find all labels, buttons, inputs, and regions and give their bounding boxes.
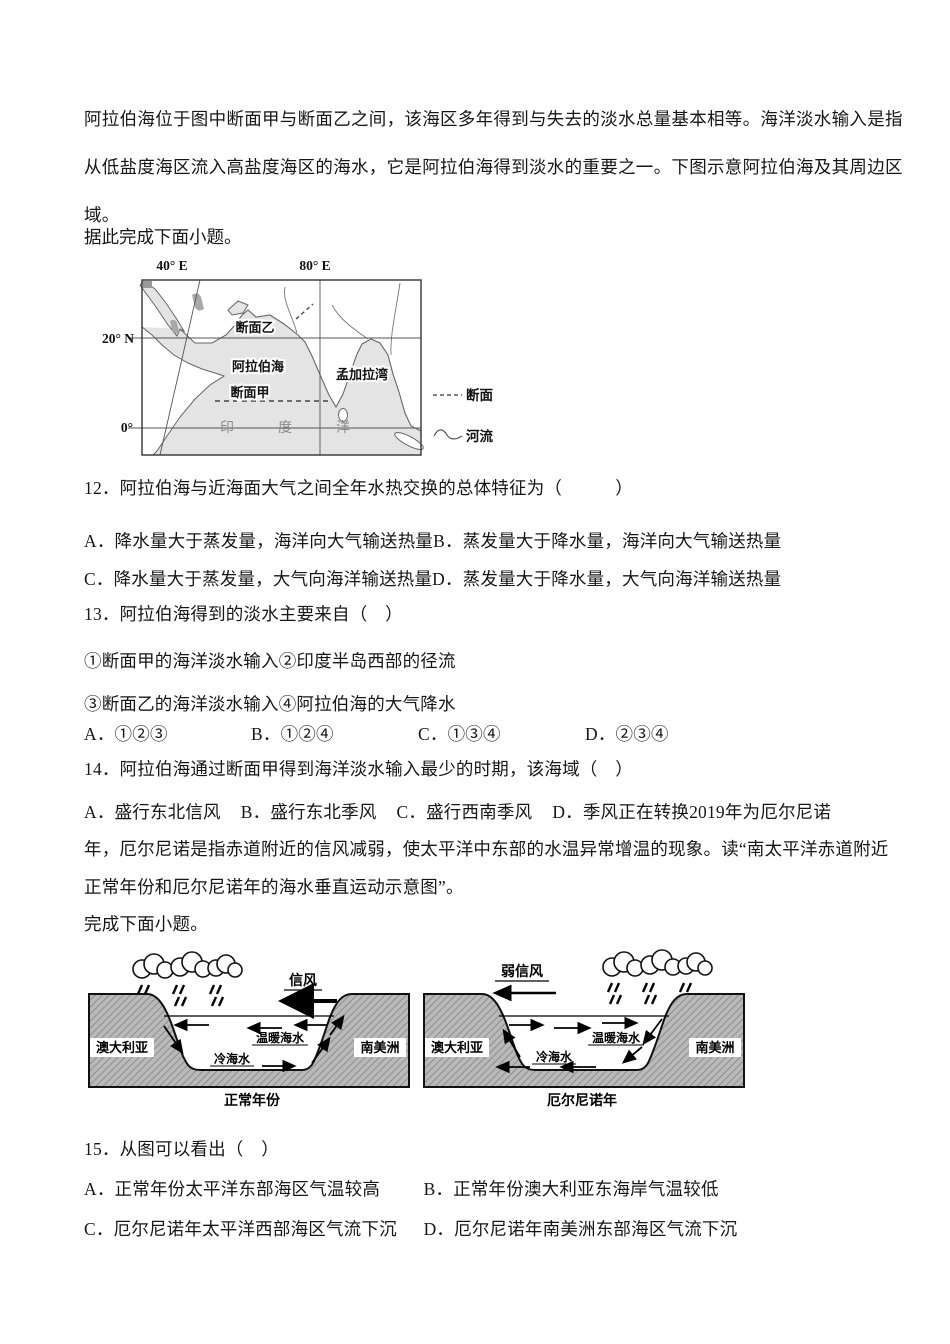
downwelling-arrows	[621, 1018, 663, 1064]
lat-20n-label: 20° N	[102, 331, 134, 346]
intro-line-3: 域。	[84, 205, 120, 225]
warm-water-label: 温暖海水	[256, 1030, 305, 1045]
legend-river-label: 河流	[466, 428, 493, 444]
section-b-label: 断面乙	[235, 320, 274, 335]
australia-label-box	[425, 1038, 489, 1057]
legend-river-symbol	[433, 429, 463, 440]
passage-line-1: 2019年为厄尔尼诺	[689, 802, 832, 822]
q15-options-ab: A．正常年份太平洋东部海区气温较高 B．正常年份澳大利亚东海岸气温较低	[84, 1175, 880, 1203]
q13-option-d: D．②③④	[585, 724, 669, 744]
el-nino-year-caption: 厄尔尼诺年	[547, 1092, 617, 1109]
q15-option-d: D．厄尔尼诺年南美洲东部海区气流下沉	[423, 1219, 738, 1239]
bottom-flow-arrows	[262, 1059, 297, 1073]
trade-wind-label: 信风	[289, 972, 317, 989]
q15-options-cd: C．厄尔尼诺年太平洋西部海区气流下沉 D．厄尔尼诺年南美洲东部海区气流下沉	[84, 1215, 880, 1243]
weak-trade-wind-label: 弱信风	[501, 963, 543, 980]
sumatra-island	[394, 432, 424, 450]
australia-label-box	[90, 1038, 154, 1057]
q15-option-a: A．正常年份太平洋东部海区气温较高	[84, 1179, 381, 1199]
bengal-bay-label: 孟加拉湾	[336, 367, 388, 382]
coastline	[179, 309, 422, 432]
q12-options-ab: A．降水量大于蒸发量，海洋向大气输送热量B．蒸发量大于降水量，海洋向大气输送热量	[84, 527, 880, 555]
q13-option-a: A．①②③	[84, 724, 168, 744]
q14-option-a: A．盛行东北信风	[84, 802, 221, 822]
q12-options-cd: C．降水量大于蒸发量，大气向海洋输送热量D．蒸发量大于降水量，大气向海洋输送热量	[84, 565, 880, 593]
q13-options: A．①②③ B．①②④ C．①③④ D．②③④	[84, 720, 880, 748]
q14-option-b: B．盛行东北季风	[240, 802, 377, 822]
south-america-label-box	[354, 1038, 406, 1057]
arabian-sea-map: 40° E 80° E 20° N 0° 断面乙 阿拉伯海 断面甲 孟加拉湾 印…	[102, 258, 493, 456]
section-b-line	[295, 303, 314, 320]
meridian-40e	[159, 279, 201, 456]
upwelling-arrows	[311, 1014, 345, 1064]
q12-option-b: B．蒸发量大于降水量，海洋向大气输送热量	[433, 531, 782, 551]
q15-option-b: B．正常年份澳大利亚东海岸气温较低	[423, 1179, 719, 1199]
q15-stem: 15．从图可以看出（ ）	[84, 1139, 279, 1159]
exam-page: 阿拉伯海位于图中断面甲与断面乙之间，该海区多年得到与失去的淡水总量基本相等。海洋…	[84, 109, 903, 1243]
surface-flow-arrows	[509, 1016, 639, 1035]
australia-label: 澳大利亚	[431, 1040, 483, 1055]
downwelling-arrow	[163, 1025, 184, 1055]
rain-clouds-left	[132, 951, 243, 979]
section-a-label: 断面甲	[230, 385, 269, 400]
lon-40e-label: 40° E	[156, 258, 187, 273]
arabian-sea-label: 阿拉伯海	[232, 359, 284, 374]
q12-option-a: A．降水量大于蒸发量，海洋向大气输送热量	[84, 531, 434, 551]
australia-label: 澳大利亚	[96, 1040, 148, 1055]
q14-option-c: C．盛行西南季风	[396, 802, 533, 822]
q13-sub-2: ③断面乙的海洋淡水输入④阿拉伯海的大气降水	[84, 694, 456, 714]
q15-option-c: C．厄尔尼诺年太平洋西部海区气流下沉	[84, 1219, 397, 1239]
surface-flow-arrows	[173, 1018, 327, 1035]
cold-water-label: 冷海水	[536, 1049, 573, 1064]
intro-line-1: 阿拉伯海位于图中断面甲与断面乙之间，该海区多年得到与失去的淡水总量基本相等。海洋…	[84, 109, 903, 129]
terrain-patch	[143, 281, 152, 288]
terrain-patch	[170, 319, 179, 334]
lat-0-label: 0°	[121, 420, 133, 435]
q13-option-c: C．①③④	[418, 724, 501, 744]
river-ganges	[331, 304, 369, 340]
sea-area	[142, 310, 421, 455]
passage-line-2: 年，厄尔尼诺是指赤道附近的信风减弱，使太平洋中东部的水温异常增温的现象。读“南太…	[84, 839, 889, 859]
q12-stem: 12．阿拉伯海与近海面大气之间全年水热交换的总体特征为（ ）	[84, 478, 633, 498]
q13-option-b: B．①②④	[251, 724, 334, 744]
passage-line-3: 正常年份和厄尔尼诺年的海水垂直运动示意图”。	[84, 877, 464, 897]
persian-gulf	[227, 300, 249, 316]
el-nino-diagram: 信风 澳大利亚 南美洲 温暖海水 冷海水	[88, 949, 745, 1109]
q14-stem: 14．阿拉伯海通过断面甲得到海洋淡水输入最少的时期，该海域（ ）	[84, 759, 633, 779]
indian-ocean-label: 印度洋	[220, 420, 394, 436]
normal-year-panel: 信风 澳大利亚 南美洲 温暖海水 冷海水	[88, 951, 410, 1109]
q14-options: A．盛行东北信风 B．盛行东北季风 C．盛行西南季风 D．季风正在转换2019年为厄尔…	[84, 798, 880, 826]
legend-section-label: 断面	[466, 387, 493, 403]
river-se-asia	[390, 282, 401, 356]
warm-water-label: 温暖海水	[592, 1030, 641, 1045]
south-america-label: 南美洲	[695, 1040, 734, 1055]
sri-lanka-island	[338, 408, 348, 422]
south-america-label-box	[689, 1038, 741, 1057]
rain-clouds-right	[602, 949, 713, 977]
cold-water-label: 冷海水	[214, 1051, 251, 1066]
upwelling-arrow	[502, 1028, 521, 1058]
rain-strokes-right	[606, 982, 695, 1005]
normal-year-caption: 正常年份	[224, 1092, 281, 1109]
terrain-patch	[192, 293, 204, 311]
river-indus	[284, 286, 298, 334]
q13-stem: 13．阿拉伯海得到的淡水主要来自（ ）	[84, 604, 403, 624]
passage-lead: 完成下面小题。	[84, 914, 208, 934]
intro-line-2: 从低盐度海区流入高盐度海区的海水，它是阿拉伯海得到淡水的重要之一。下图示意阿拉伯…	[84, 157, 903, 177]
south-america-label: 南美洲	[360, 1040, 399, 1055]
intro-lead: 据此完成下面小题。	[84, 227, 242, 247]
q12-option-d: D．蒸发量大于降水量，大气向海洋输送热量	[432, 569, 782, 589]
q12-option-c: C．降水量大于蒸发量，大气向海洋输送热量	[84, 569, 433, 589]
el-nino-year-panel: 弱信风 澳大利亚 南美洲	[423, 949, 745, 1109]
q14-option-d: D．季风正在转换	[552, 802, 690, 822]
africa-land	[141, 325, 226, 456]
map-frame	[141, 279, 422, 456]
q13-sub-1: ①断面甲的海洋淡水输入②印度半岛西部的径流	[84, 651, 456, 671]
lon-80e-label: 80° E	[299, 258, 330, 273]
